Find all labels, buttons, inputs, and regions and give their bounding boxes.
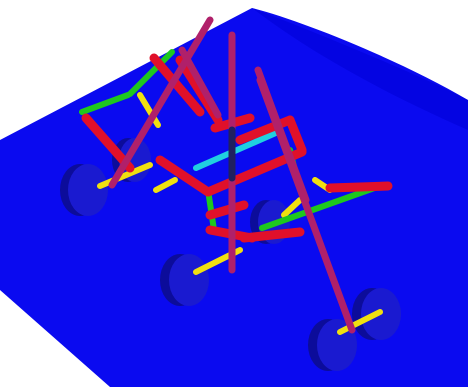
cyan-links — [193, 129, 281, 171]
wheel-rear-left — [60, 164, 108, 216]
wheel-mid-left — [160, 254, 209, 306]
terrain-shading — [252, 8, 468, 130]
magenta-struts — [108, 16, 356, 334]
